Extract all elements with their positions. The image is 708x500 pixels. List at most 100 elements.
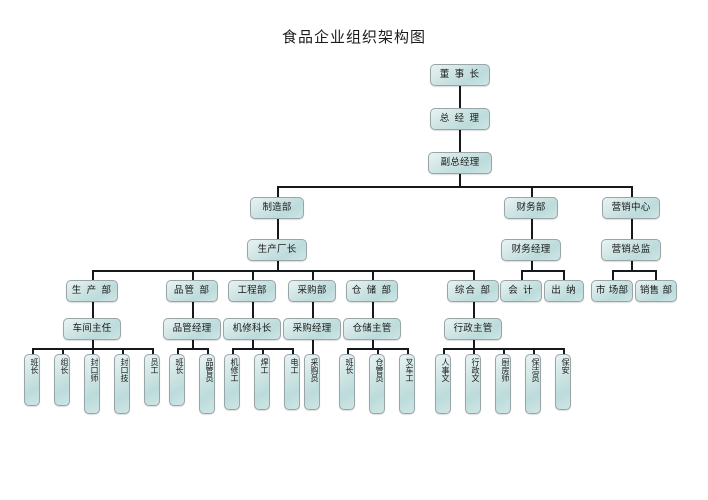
node-general-affairs-dept[interactable]: 综合 部	[447, 280, 499, 302]
connector-drop-s1	[32, 348, 34, 354]
node-accountant[interactable]: 会 计	[500, 280, 542, 302]
connector-purmgr-staff	[312, 340, 314, 354]
connector-drop-s7	[207, 348, 209, 354]
connector-gendept-adminsup	[473, 302, 475, 318]
node-general-manager[interactable]: 总 经 理	[430, 108, 490, 130]
connector-drop-s3	[92, 348, 94, 354]
node-purchasing-manager[interactable]: 采购经理	[283, 318, 341, 340]
connector-drop-marketing	[631, 186, 633, 197]
node-staff-buyer[interactable]: 采购员	[304, 354, 320, 410]
node-maintenance-chief[interactable]: 机修科长	[223, 318, 281, 340]
connector-whdept-whsup	[372, 302, 374, 318]
connector-drop-s14	[407, 348, 409, 354]
connector-drop-accountant	[521, 270, 523, 280]
connector-drop-s6	[177, 348, 179, 354]
connector-plantmgr-stub	[277, 261, 279, 270]
node-staff-forklift-driver[interactable]: 叉车工	[399, 354, 415, 414]
node-marketing-center[interactable]: 营销中心	[602, 197, 660, 219]
connector-drop-s5	[152, 348, 154, 354]
node-chairman[interactable]: 董 事 长	[430, 64, 490, 86]
connector-qcdept-qcmgr	[192, 302, 194, 318]
node-manufacturing-dept[interactable]: 制造部	[250, 197, 304, 219]
connector-chairman-gm	[459, 86, 461, 108]
connector-engdept-maintchief	[252, 302, 254, 318]
node-sales-dept[interactable]: 销售 部	[635, 280, 677, 302]
node-workshop-director[interactable]: 车间主任	[63, 318, 121, 340]
connector-drop-eng-dept	[252, 270, 254, 280]
page-title: 食品企业组织架构图	[281, 28, 426, 46]
connector-deputy-stub	[459, 174, 461, 186]
connector-proddept-workshop	[92, 302, 94, 318]
node-purchasing-dept[interactable]: 采购部	[288, 280, 336, 302]
node-plant-manager[interactable]: 生产厂长	[247, 239, 307, 261]
connector-drop-s8	[232, 348, 234, 354]
connector-marketing-bus	[612, 270, 655, 272]
connector-purdept-purmgr	[312, 302, 314, 318]
connector-finance-bus	[521, 270, 563, 272]
connector-drop-s17	[503, 348, 505, 354]
connector-drop-manufacturing	[277, 186, 279, 197]
node-marketing-director[interactable]: 营销总监	[601, 239, 661, 261]
node-staff-cleaner[interactable]: 保洁员	[525, 354, 541, 414]
connector-level4-bus	[277, 186, 632, 188]
connector-drop-s9	[262, 348, 264, 354]
node-staff-admin-clerk[interactable]: 行政文	[465, 354, 481, 414]
connector-marketing-director	[631, 219, 633, 239]
node-staff-shift-leader-wh[interactable]: 班长	[339, 354, 355, 410]
connector-drop-s16	[473, 348, 475, 354]
connector-maint-stub	[252, 340, 254, 348]
connector-drop-cashier	[563, 270, 565, 280]
connector-drop-s18	[533, 348, 535, 354]
node-staff-security-guard[interactable]: 保安	[555, 354, 571, 410]
node-cashier[interactable]: 出 纳	[544, 280, 584, 302]
connector-drop-sales-dept	[655, 270, 657, 280]
connector-qcmgr-bus	[177, 348, 207, 350]
node-staff-shift-leader-qc[interactable]: 班长	[169, 354, 185, 406]
node-staff-sealing-master[interactable]: 封口师	[84, 354, 100, 414]
node-production-dept[interactable]: 生 产 部	[66, 280, 118, 302]
connector-drop-s13	[377, 348, 379, 354]
connector-drop-market-dept	[612, 270, 614, 280]
node-staff-kitchen-chef[interactable]: 厨房师	[495, 354, 511, 414]
node-engineering-dept[interactable]: 工程部	[228, 280, 276, 302]
node-qc-manager[interactable]: 品管经理	[163, 318, 221, 340]
connector-workshop-stub	[92, 340, 94, 348]
node-staff-welder[interactable]: 焊工	[254, 354, 270, 410]
node-staff-qc-inspector[interactable]: 品管员	[199, 354, 215, 414]
connector-gm-deputy	[459, 130, 461, 152]
node-staff-hr-clerk[interactable]: 人事文	[435, 354, 451, 414]
connector-manufacturing-plantmgr	[277, 219, 279, 239]
node-warehouse-dept[interactable]: 仓 储 部	[346, 280, 398, 302]
node-market-dept[interactable]: 市 场部	[591, 280, 633, 302]
connector-finmgr-stub	[531, 261, 533, 270]
node-staff-maintenance-worker[interactable]: 机修工	[224, 354, 240, 410]
node-warehouse-supervisor[interactable]: 仓储主管	[343, 318, 401, 340]
node-staff-shift-leader-prod[interactable]: 班长	[24, 354, 40, 406]
node-staff-group-leader[interactable]: 组长	[54, 354, 70, 406]
connector-drop-general-dept	[473, 270, 475, 280]
connector-whsup-stub	[372, 340, 374, 348]
node-finance-dept[interactable]: 财务部	[504, 197, 558, 219]
connector-drop-s15	[443, 348, 445, 354]
connector-drop-prod-dept	[92, 270, 94, 280]
connector-drop-purchase-dept	[312, 270, 314, 280]
node-deputy-general-manager[interactable]: 副总经理	[428, 152, 492, 174]
connector-adminsup-stub	[473, 340, 475, 348]
node-staff-sealing-technician[interactable]: 封口技	[114, 354, 130, 414]
connector-qcmgr-stub	[192, 340, 194, 348]
connector-drop-s10	[292, 348, 294, 354]
node-finance-manager[interactable]: 财务经理	[501, 239, 561, 261]
connector-drop-s4	[122, 348, 124, 354]
node-staff-storekeeper[interactable]: 仓管员	[369, 354, 385, 414]
node-staff-electrician[interactable]: 电工	[284, 354, 300, 410]
connector-finance-finmgr	[531, 219, 533, 239]
connector-drop-qc-dept	[192, 270, 194, 280]
connector-level6-bus-production	[92, 270, 473, 272]
connector-drop-s2	[62, 348, 64, 354]
node-staff-worker[interactable]: 员工	[144, 354, 160, 406]
node-qc-dept[interactable]: 品管 部	[166, 280, 218, 302]
connector-drop-s12	[347, 348, 349, 354]
connector-drop-s19	[563, 348, 565, 354]
node-admin-supervisor[interactable]: 行政主管	[444, 318, 502, 340]
